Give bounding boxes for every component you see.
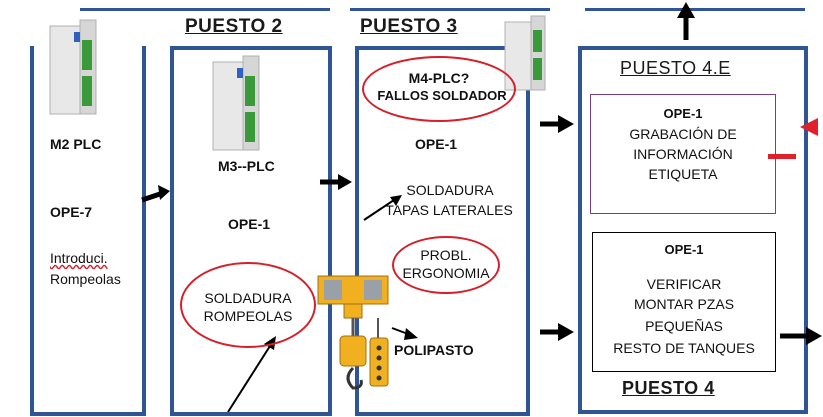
puesto-4-box [592, 232, 776, 372]
flow-arrow-icon [677, 2, 695, 40]
pointer-arrow-icon [363, 195, 402, 221]
polipasto-label: POLIPASTO [394, 342, 474, 358]
flow-arrow-icon [780, 327, 822, 345]
s2-task-line1: SOLDADURA [204, 290, 292, 306]
pointer-arrow-icon [391, 327, 418, 340]
top-line-left [80, 8, 330, 11]
s3-task-line1: SOLDADURA [406, 182, 494, 198]
s4-line1: VERIFICAR [646, 276, 722, 292]
s3-ope-label: OPE-1 [415, 136, 458, 152]
ergonomia-oval [392, 236, 500, 294]
s3-plc-oval [362, 56, 516, 122]
s4-line3: PEQUEÑAS [645, 318, 723, 334]
puesto-4e-title: PUESTO 4.E [620, 58, 731, 78]
s4e-line1: GRABACIÓN DE [629, 126, 737, 142]
s4-line4: RESTO DE TANQUES [613, 340, 755, 356]
rompeolas-label: Rompeolas [50, 271, 121, 287]
s2-ope-label: OPE-1 [228, 216, 271, 232]
flow-arrow-icon [320, 174, 352, 190]
puesto-4-title: PUESTO 4 [622, 378, 715, 398]
s3-task-line2: TAPAS LATERALES [385, 202, 513, 218]
m2-plc-label: M2 PLC [50, 136, 102, 152]
s4e-line2: INFORMACIÓN [633, 146, 733, 162]
s2-task-line2: ROMPEOLAS [203, 308, 293, 324]
plc-module-icon [212, 55, 260, 151]
probl-line2: ERGONOMIA [402, 265, 490, 281]
puesto-4e-box [590, 94, 776, 214]
s4-ope-label: OPE-1 [664, 242, 704, 257]
hoist-icon [317, 275, 389, 390]
red-bar-icon [768, 154, 796, 159]
s4-line2: MONTAR PZAS [633, 296, 735, 312]
plc-module-icon [49, 19, 97, 115]
introduci-label: Introduci. [50, 250, 108, 266]
puesto-2-title: PUESTO 2 [185, 16, 283, 37]
flow-arrow-icon [540, 323, 574, 341]
ope7-label: OPE-7 [50, 204, 93, 220]
s4e-ope-label: OPE-1 [663, 106, 703, 121]
red-marker-icon [800, 118, 818, 136]
fallos-label: FALLOS SOLDADOR [377, 88, 507, 103]
puesto-3-title: PUESTO 3 [360, 16, 458, 37]
flow-arrow-icon [141, 185, 170, 203]
station-puesto-4-group [578, 46, 808, 414]
m3-plc-label: M3--PLC [218, 158, 275, 174]
s4e-line3: ETIQUETA [648, 166, 718, 182]
top-line-right [585, 8, 805, 11]
top-line-mid [350, 8, 550, 11]
s2-highlight-oval [180, 262, 316, 348]
flow-arrow-icon [540, 115, 574, 133]
m4-plc-label: M4-PLC? [408, 70, 470, 86]
probl-line1: PROBL. [420, 247, 472, 263]
